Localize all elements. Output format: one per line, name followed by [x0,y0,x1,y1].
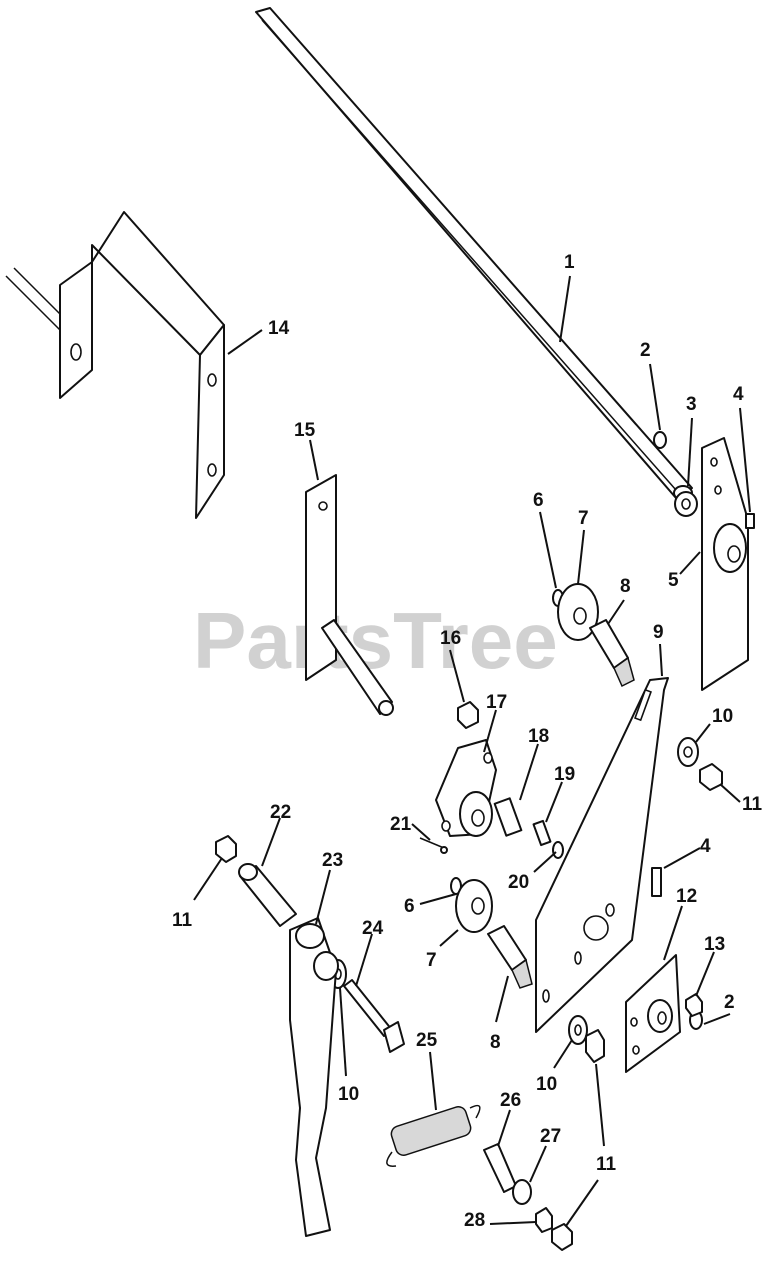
part-7-upper [557,583,599,641]
part-27-washer [512,1179,532,1205]
part-25-spring [386,1104,481,1167]
callout-11-right: 11 [742,794,763,815]
part-10-washer-c [568,1015,588,1045]
part-1-rod [255,7,693,501]
part-14-bracket [5,211,225,519]
callout-4-upper: 4 [733,384,744,405]
part-4-screw [745,513,755,529]
callout-13: 13 [704,934,725,955]
part-8-lower [487,925,533,989]
part-18-bolt [493,797,523,837]
part-17-bracket [435,739,497,837]
callout-2-upper: 2 [640,340,651,361]
callout-9: 9 [653,622,664,643]
callout-4-lower: 4 [700,836,711,857]
callout-25: 25 [416,1030,438,1051]
callout-7-lower: 7 [426,950,437,971]
part-26-bolt [483,1143,517,1193]
callout-labels: 1 2 2 3 4 4 5 6 6 7 7 8 8 9 10 10 10 11 … [172,252,763,1231]
callout-16: 16 [440,628,461,649]
part-28-nut [535,1207,553,1233]
callout-28: 28 [464,1210,485,1231]
part-24-bolt [343,979,405,1053]
callout-8-upper: 8 [620,576,631,597]
callout-10-bottom: 10 [536,1074,557,1095]
callout-6-upper: 6 [533,490,544,511]
callout-5: 5 [668,570,679,591]
part-11-nut-c [585,1029,605,1063]
callout-22: 22 [270,802,291,823]
part-21-pin [419,837,448,854]
callout-10-right: 10 [712,706,733,727]
part-15-plate [305,474,394,716]
part-2-pin [653,431,667,449]
callout-8-lower: 8 [490,1032,501,1053]
part-12-plate [625,954,681,1073]
callout-7-upper: 7 [578,508,589,529]
part-23-lever [289,917,339,1237]
callout-19: 19 [554,764,575,785]
part-7-lower [455,879,493,933]
callout-15: 15 [294,420,316,441]
callout-2-lower: 2 [724,992,735,1013]
callout-27: 27 [540,1126,561,1147]
callout-21: 21 [390,814,412,835]
part-4-screw-lower [651,867,662,897]
leader-lines [193,275,751,1227]
part-16-nut [457,701,479,729]
callout-23: 23 [322,850,343,871]
part-9-plate [535,677,669,1033]
part-11-nut-a [699,763,723,791]
part-11-nut-b [215,835,237,863]
callout-17: 17 [486,692,507,713]
part-10-washer-a [677,737,699,767]
callout-12: 12 [676,886,697,907]
part-20-washer [552,841,564,859]
callout-20: 20 [508,872,529,893]
watermark: PartsTree [193,596,558,685]
callout-18: 18 [528,726,549,747]
callout-1: 1 [564,252,575,273]
part-5-plate [701,437,749,691]
part-19-screw [532,819,552,847]
part-13-nut [685,993,703,1017]
callout-26: 26 [500,1090,521,1111]
callout-11-bottom: 11 [596,1154,617,1175]
part-22-shaft [238,863,297,927]
part-11-nut-d [551,1223,573,1251]
part-8-upper [589,619,635,688]
callout-10-left: 10 [338,1084,359,1105]
callout-14: 14 [268,318,290,339]
callout-3: 3 [686,394,697,415]
callout-24: 24 [362,918,384,939]
part-3-washer [674,491,698,517]
callout-11-left: 11 [172,910,193,931]
callout-6-lower: 6 [404,896,415,917]
